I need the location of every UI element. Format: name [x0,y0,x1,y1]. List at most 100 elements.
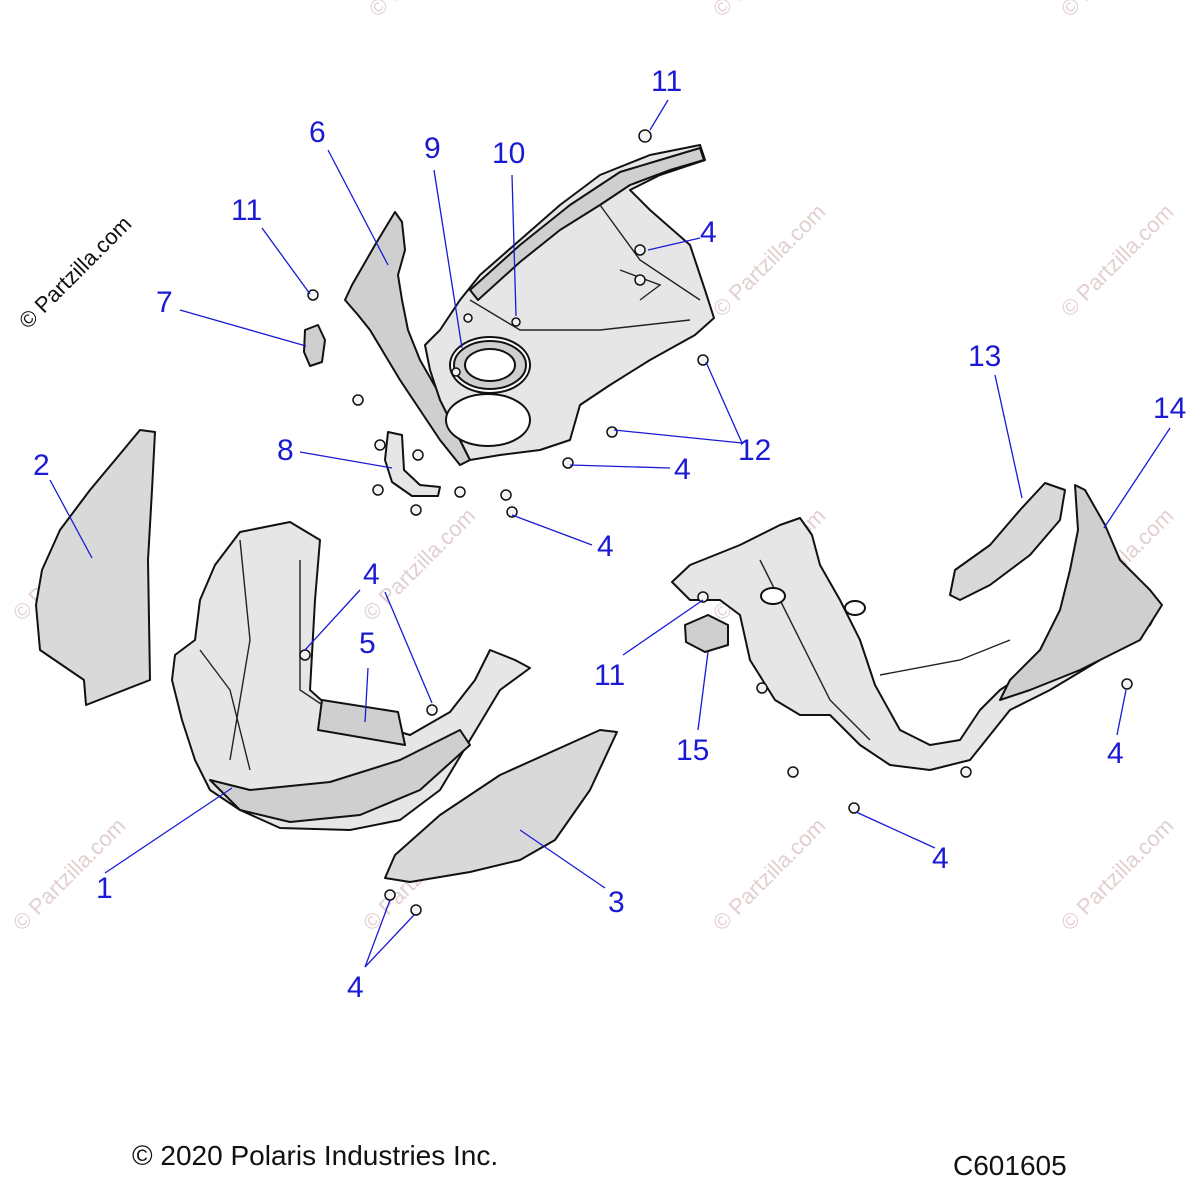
diagram-code: C601605 [953,1150,1067,1181]
leader-line [649,99,669,131]
leader-line [104,787,233,874]
fastener [756,682,768,694]
callout-14: 14 [1153,392,1186,425]
grommet-bolt [451,367,461,377]
leader-line [179,309,307,347]
fastener [787,766,799,778]
nose-hole [760,587,786,605]
leader-line [705,361,743,444]
fastener [372,484,384,496]
fastener [960,766,972,778]
leader-line [511,174,517,317]
leader-line [511,514,593,546]
belly-pan-crease [199,649,251,771]
grommet-opening [464,348,516,382]
callout-4: 4 [597,530,614,563]
belly-pan-front-lip [209,729,471,823]
floor-pan-assembly [344,144,715,466]
grommet-bolt [634,274,646,286]
fastener [352,394,364,406]
nose-side-wall [999,484,1163,701]
callout-11: 11 [231,194,262,227]
callout-3: 3 [608,886,625,919]
decal-part-13 [949,482,1066,601]
leader-line [1103,427,1171,529]
leader-line [613,429,743,444]
callout-10: 10 [492,137,525,170]
watermark: © Partzilla.com [1056,199,1179,322]
leader-line [433,169,463,349]
fastener [697,354,709,366]
leader-line [569,464,671,469]
fastener [412,449,424,461]
callout-6: 6 [309,116,326,149]
fastener [307,289,319,301]
leader-lines [49,99,1171,968]
nose-assembly [671,482,1163,771]
callout-4: 4 [674,453,691,486]
fastener [454,486,466,498]
leader-line [261,227,311,295]
fastener [638,129,652,143]
leader-line [697,651,709,731]
block-part-15 [684,614,729,653]
leader-line [994,374,1023,499]
leader-line [1116,689,1127,736]
callout-4: 4 [932,842,949,875]
leader-line [855,811,936,849]
callout-12: 12 [738,434,771,467]
watermark-side: © Partzilla.com [14,211,137,334]
callout-4: 4 [1107,737,1124,770]
floor-pan-crease [599,204,701,301]
fastener [848,802,860,814]
leader-line [49,479,93,559]
callout-15: 15 [676,734,709,767]
nose-crease [879,639,1011,676]
nose-hole [844,600,866,616]
leader-line [647,237,701,251]
panel-part-2 [35,429,156,706]
watermark: © Partzilla.com [708,0,831,22]
floor-pan-crease [469,299,691,331]
leader-line [519,829,606,889]
floor-pan-flange [469,147,705,301]
fastener [410,904,422,916]
fastener [562,457,574,469]
copyright-notice: © 2020 Polaris Industries Inc. [132,1140,499,1171]
leader-line [364,899,391,968]
fastener [1121,678,1133,690]
fastener [634,244,646,256]
decal-part-5 [317,699,406,746]
callout-8: 8 [277,434,294,467]
callout-1: 1 [96,872,113,905]
fastener [299,649,311,661]
clip-part-7 [303,324,326,367]
leader-line [299,451,393,469]
floor-pan-side-rail [344,211,471,466]
fastener [374,439,386,451]
callout-11: 11 [651,65,682,98]
belly-pan-part-1 [171,521,531,831]
leader-line [364,667,369,723]
fastener [697,591,709,603]
grommet-bolt [511,317,521,327]
callout-7: 7 [156,286,173,319]
callout-11: 11 [594,659,625,692]
leader-line [304,589,361,651]
fastener [500,489,512,501]
leader-line [327,149,389,266]
leader-line [384,591,433,704]
callout-4: 4 [700,216,717,249]
fastener [384,889,396,901]
watermark: © Partzilla.com [708,199,831,322]
callout-labels: 1 2 3 4 4 4 4 4 4 4 4 5 6 7 8 9 10 11 11… [33,65,1186,1004]
bracket-part-8 [384,431,441,497]
watermark: © Partzilla.com [708,813,831,936]
fastener [426,704,438,716]
fastener [410,504,422,516]
floor-pan-opening-front [445,393,531,447]
fastener [606,426,618,438]
watermark: © Partzilla.com [1056,0,1179,22]
leader-line [622,599,704,656]
